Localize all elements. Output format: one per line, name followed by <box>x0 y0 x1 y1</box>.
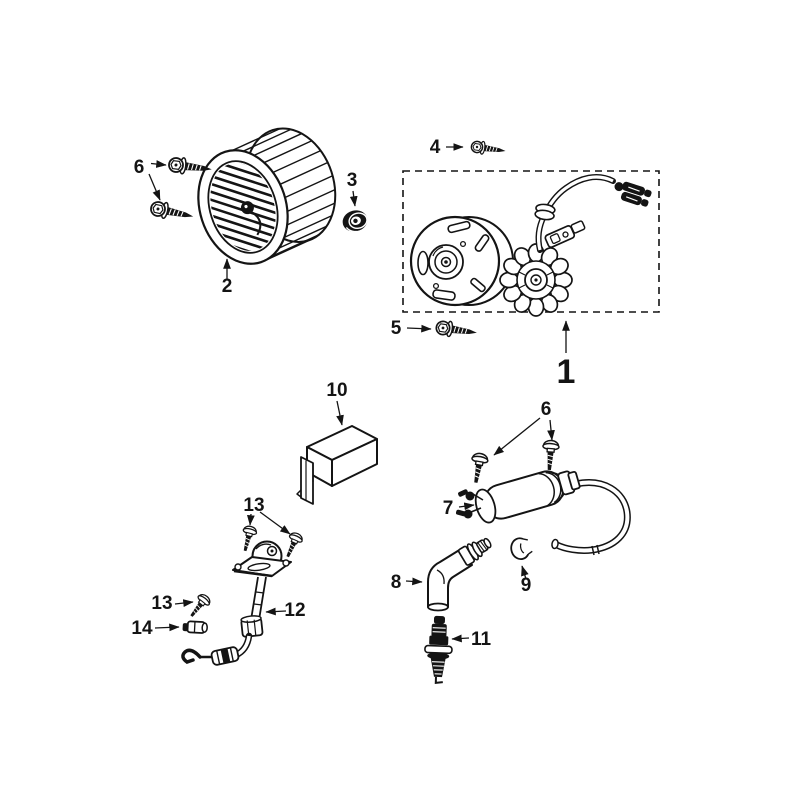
callout-label-13-top: 13 <box>243 495 264 516</box>
ignition-coil-drawing <box>455 470 631 556</box>
flywheel-rotor-drawing <box>409 215 514 307</box>
callout-label-13-left: 13 <box>151 593 172 614</box>
leader-lines <box>148 143 570 643</box>
callout-label-10: 10 <box>326 380 347 401</box>
callout-label-3: 3 <box>347 170 358 191</box>
spark-plug-cap-drawing <box>427 537 492 612</box>
callout-label-7: 7 <box>443 498 454 519</box>
callout-label-4: 4 <box>430 137 441 158</box>
callout-label-9: 9 <box>521 575 532 596</box>
bottom-screw-drawing <box>434 318 479 342</box>
callout-label-2: 2 <box>222 276 233 297</box>
callout-label-5: 5 <box>391 318 402 339</box>
callout-label-14: 14 <box>131 618 153 639</box>
callout-label-6-fan: 6 <box>134 157 145 178</box>
top-screw-drawing <box>469 139 508 159</box>
pickup-sensor-drawing <box>181 540 292 666</box>
callout-label-12: 12 <box>284 600 305 621</box>
sleeve-drawing <box>510 537 533 561</box>
cdi-unit-drawing <box>296 425 378 505</box>
callout-label-1: 1 <box>557 353 576 391</box>
stator-drawing <box>499 174 652 317</box>
callout-label-6-coil: 6 <box>541 399 552 420</box>
cable-terminal-drawing <box>182 620 208 634</box>
flywheel-nut-drawing <box>342 210 368 233</box>
callout-label-8: 8 <box>391 572 402 593</box>
cooling-fan-rotor-drawing <box>197 127 337 265</box>
callout-label-11: 11 <box>471 629 492 650</box>
spark-plug-drawing <box>424 615 453 684</box>
assembly-dashed-box <box>402 170 660 313</box>
